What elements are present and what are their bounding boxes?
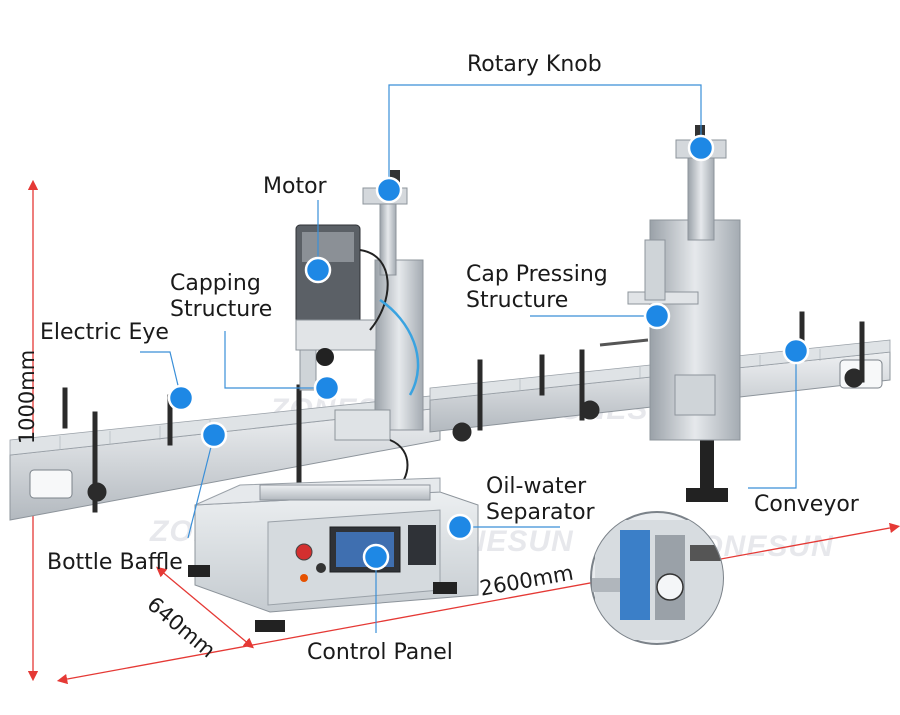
callout-leaders bbox=[140, 84, 797, 633]
separator-inset bbox=[590, 511, 724, 645]
label-control-panel: Control Panel bbox=[307, 640, 453, 665]
label-cap-pressing-1: Cap Pressing bbox=[466, 262, 608, 287]
label-capping-structure-1: Capping bbox=[170, 271, 261, 296]
control-cabinet bbox=[188, 477, 479, 632]
label-motor: Motor bbox=[263, 174, 327, 199]
dimension-lines bbox=[27, 179, 900, 685]
label-electric-eye: Electric Eye bbox=[40, 320, 169, 345]
label-rotary-knob: Rotary Knob bbox=[467, 52, 602, 77]
callout-dots bbox=[167, 134, 810, 571]
label-conveyor: Conveyor bbox=[754, 492, 859, 517]
label-oil-water-1: Oil-water bbox=[486, 474, 587, 499]
label-bottle-baffle: Bottle Baffle bbox=[47, 550, 183, 575]
label-oil-water-2: Separator bbox=[486, 500, 595, 525]
label-capping-structure-2: Structure bbox=[170, 297, 273, 322]
label-cap-pressing-2: Structure bbox=[466, 288, 569, 313]
dimension-height: 1000mm bbox=[15, 349, 40, 445]
